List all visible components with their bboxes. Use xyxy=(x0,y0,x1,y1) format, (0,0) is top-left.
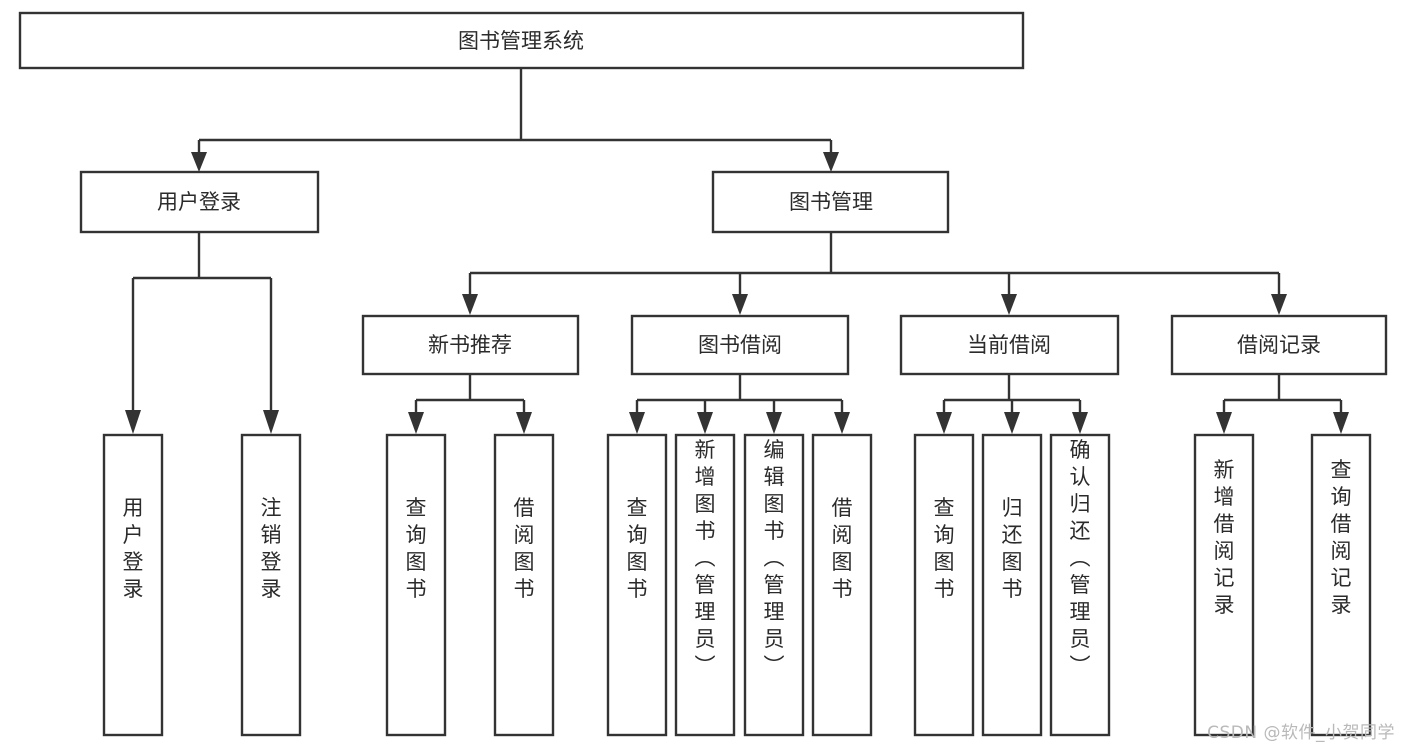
node-leaf-return-book-box[interactable] xyxy=(981,433,1043,737)
arrowhead-leaf-borrow-book-2 xyxy=(834,412,850,434)
arrowhead-leaf-borrow-book-1 xyxy=(516,412,532,434)
node-new-book-rec[interactable]: 新书推荐 xyxy=(361,314,580,376)
arrowhead-leaf-add-book xyxy=(697,412,713,434)
arrowhead-user-login xyxy=(191,152,207,172)
node-leaf-confirm-return[interactable]: 确认归还︵管理员︶ xyxy=(1049,433,1111,737)
node-leaf-query-book-1[interactable]: 查询图书 xyxy=(385,433,447,737)
arrowhead-new-book-rec xyxy=(462,294,478,315)
node-leaf-return-book-label: 归还图书 xyxy=(1002,496,1023,601)
node-book-manage-box[interactable] xyxy=(711,170,950,234)
node-leaf-borrow-book-2-box[interactable] xyxy=(811,433,873,737)
node-new-book-rec-label: 新书推荐 xyxy=(428,333,512,357)
node-leaf-borrow-book-2[interactable]: 借阅图书 xyxy=(811,433,873,737)
arrowhead-current-borrow xyxy=(1001,294,1017,315)
arrowhead-leaf-query-record xyxy=(1333,412,1349,434)
node-leaf-confirm-return-label: 确认归还︵管理员︶ xyxy=(1070,438,1091,678)
node-leaf-query-book-3-label: 查询图书 xyxy=(934,496,955,601)
node-root-label: 图书管理系统 xyxy=(458,29,584,53)
node-leaf-query-book-1-label: 查询图书 xyxy=(406,496,427,601)
node-user-login-label: 用户登录 xyxy=(157,190,241,214)
node-current-borrow[interactable]: 当前借阅 xyxy=(899,314,1120,376)
node-leaf-borrow-book-1-box[interactable] xyxy=(493,433,555,737)
node-leaf-user-logout-label: 注销登录 xyxy=(261,496,282,601)
node-leaf-add-book-box[interactable] xyxy=(674,433,736,737)
node-book-borrow-label: 图书借阅 xyxy=(698,333,782,357)
arrowhead-leaf-return-book xyxy=(1004,412,1020,434)
node-leaf-add-book[interactable]: 新增图书︵管理员︶ xyxy=(674,433,736,737)
node-leaf-query-book-3[interactable]: 查询图书 xyxy=(913,433,975,737)
arrowhead-leaf-query-book-2 xyxy=(629,412,645,434)
node-leaf-query-record[interactable]: 查询借阅记录 xyxy=(1310,433,1372,737)
node-leaf-query-book-2[interactable]: 查询图书 xyxy=(606,433,668,737)
arrowhead-leaf-add-record xyxy=(1216,412,1232,434)
node-root[interactable]: 图书管理系统 xyxy=(18,11,1025,70)
node-leaf-user-logout-box[interactable] xyxy=(240,433,302,737)
node-leaf-add-record[interactable]: 新增借阅记录 xyxy=(1193,433,1255,737)
node-borrow-record-label: 借阅记录 xyxy=(1237,333,1321,357)
arrowhead-leaf-user-login xyxy=(125,410,141,434)
node-book-borrow-box[interactable] xyxy=(630,314,850,376)
node-leaf-confirm-return-box[interactable] xyxy=(1049,433,1111,737)
node-leaf-borrow-book-1[interactable]: 借阅图书 xyxy=(493,433,555,737)
node-leaf-query-book-1-box[interactable] xyxy=(385,433,447,737)
connector-book-borrow-trunk xyxy=(635,374,844,412)
node-leaf-edit-book[interactable]: 编辑图书︵管理员︶ xyxy=(743,433,805,737)
node-leaf-user-login[interactable]: 用户登录 xyxy=(102,433,164,737)
node-leaf-query-book-2-label: 查询图书 xyxy=(627,496,648,601)
arrowhead-borrow-record xyxy=(1271,294,1287,315)
connector-current-borrow-trunk xyxy=(942,374,1082,412)
node-root-box[interactable] xyxy=(18,11,1025,70)
node-book-manage-label: 图书管理 xyxy=(789,190,873,214)
node-leaf-borrow-book-1-label: 借阅图书 xyxy=(514,496,535,601)
arrowhead-book-borrow xyxy=(732,294,748,315)
node-leaf-edit-book-box[interactable] xyxy=(743,433,805,737)
node-leaf-return-book[interactable]: 归还图书 xyxy=(981,433,1043,737)
connector-new-book-rec-trunk xyxy=(414,374,526,412)
node-leaf-user-login-label: 用户登录 xyxy=(123,496,144,601)
node-borrow-record[interactable]: 借阅记录 xyxy=(1170,314,1388,376)
node-leaf-borrow-book-2-label: 借阅图书 xyxy=(832,496,853,601)
node-leaf-query-book-2-box[interactable] xyxy=(606,433,668,737)
node-book-borrow[interactable]: 图书借阅 xyxy=(630,314,850,376)
node-leaf-query-record-box[interactable] xyxy=(1310,433,1372,737)
node-new-book-rec-box[interactable] xyxy=(361,314,580,376)
node-leaf-add-book-label: 新增图书︵管理员︶ xyxy=(695,438,716,678)
node-user-login[interactable]: 用户登录 xyxy=(79,170,320,234)
node-leaf-add-record-box[interactable] xyxy=(1193,433,1255,737)
node-current-borrow-box[interactable] xyxy=(899,314,1120,376)
connector-book-manage-trunk xyxy=(468,232,1281,296)
node-leaf-user-logout[interactable]: 注销登录 xyxy=(240,433,302,737)
node-leaf-query-record-label: 查询借阅记录 xyxy=(1331,458,1352,617)
node-user-login-box[interactable] xyxy=(79,170,320,234)
arrowhead-leaf-edit-book xyxy=(766,412,782,434)
arrowhead-leaf-query-book-3 xyxy=(936,412,952,434)
node-current-borrow-label: 当前借阅 xyxy=(967,333,1051,357)
node-leaf-edit-book-label: 编辑图书︵管理员︶ xyxy=(764,438,785,678)
node-leaf-user-login-box[interactable] xyxy=(102,433,164,737)
connector-root-trunk xyxy=(197,68,833,160)
arrowhead-leaf-confirm-return xyxy=(1072,412,1088,434)
arrowhead-leaf-query-book-1 xyxy=(408,412,424,434)
connector-user-login-trunk xyxy=(131,232,273,410)
connector-borrow-record-trunk xyxy=(1222,374,1343,412)
arrowhead-leaf-user-logout xyxy=(263,410,279,434)
connector-layer xyxy=(125,68,1349,434)
node-leaf-query-book-3-box[interactable] xyxy=(913,433,975,737)
arrowhead-book-manage xyxy=(823,152,839,172)
node-borrow-record-box[interactable] xyxy=(1170,314,1388,376)
csdn-watermark: CSDN @软件_小贺同学 xyxy=(1207,723,1395,743)
node-book-manage[interactable]: 图书管理 xyxy=(711,170,950,234)
node-leaf-add-record-label: 新增借阅记录 xyxy=(1214,458,1235,617)
